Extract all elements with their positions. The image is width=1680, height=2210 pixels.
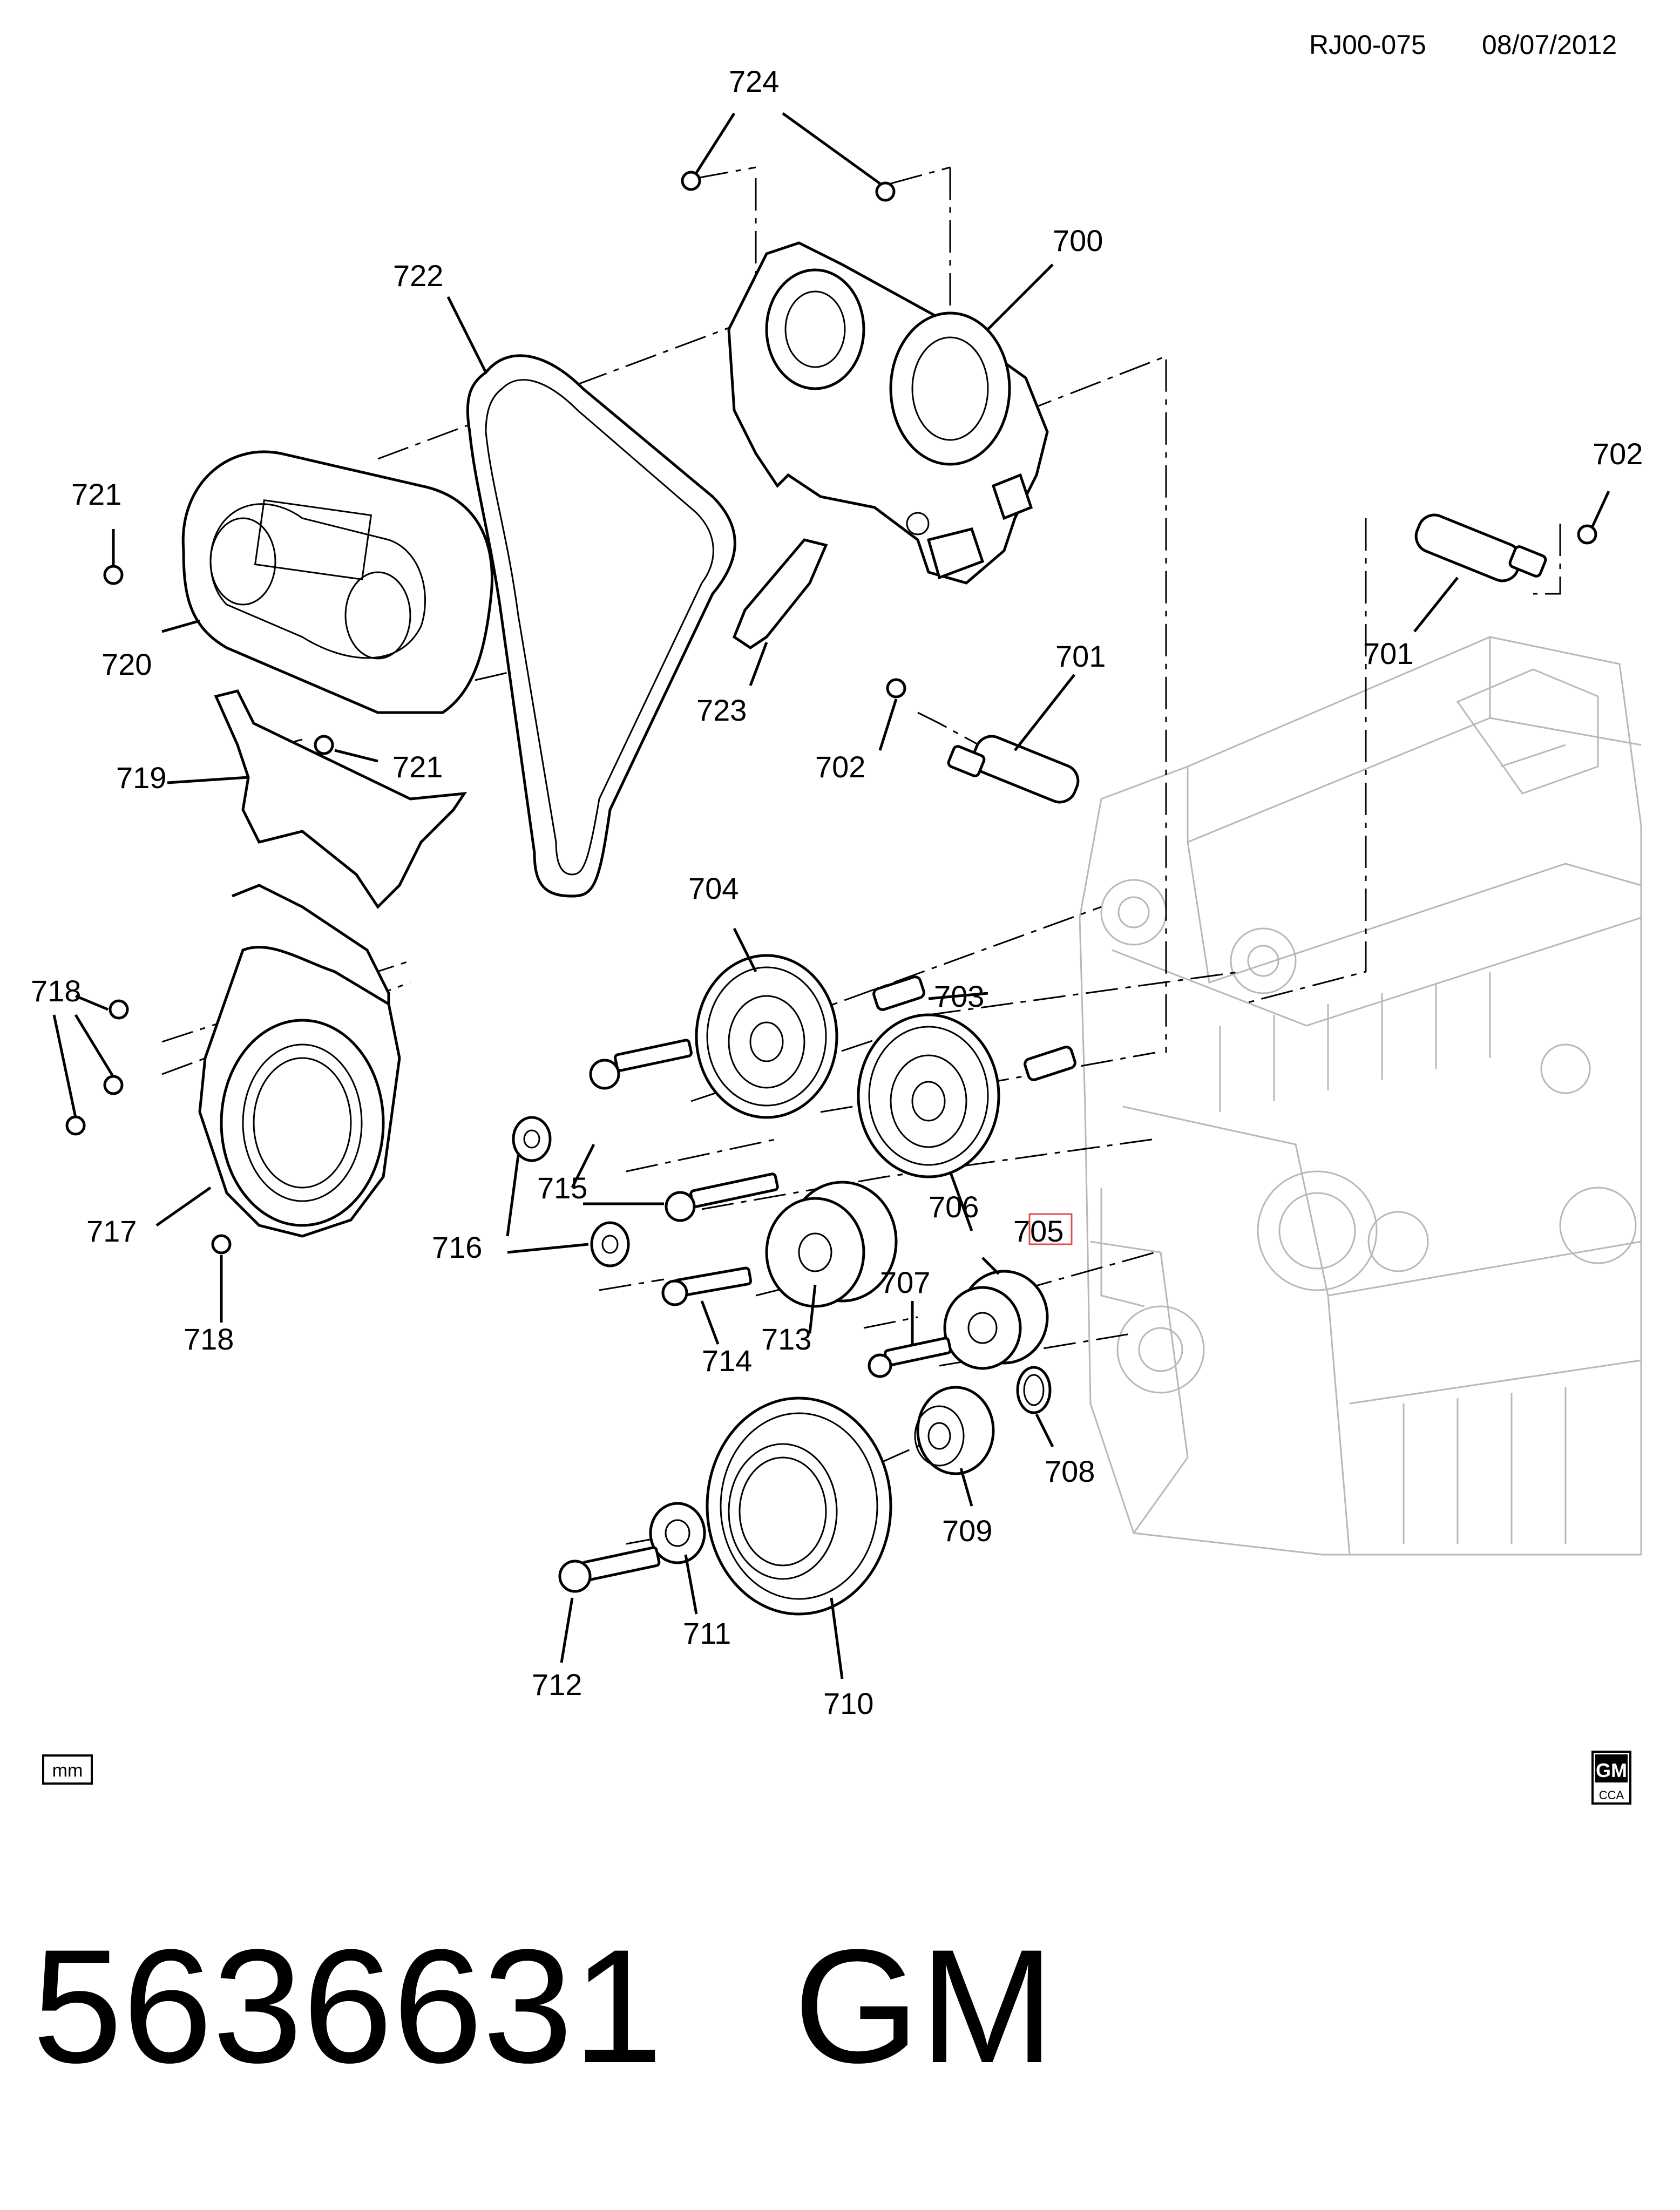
gm-logo-sub: CCA (1599, 1788, 1624, 1802)
diagram-date: 08/07/2012 (1482, 30, 1617, 60)
engine-block (1079, 636, 1642, 1556)
callout-722: 722 (393, 259, 443, 293)
callout-713: 713 (761, 1322, 811, 1356)
exhaust-camshaft-sprocket (857, 1013, 1000, 1178)
leader-lines (52, 112, 1610, 1679)
upper-timing-cover (727, 241, 1049, 585)
callout-718-top: 718 (31, 974, 81, 1008)
callout-724: 724 (729, 64, 779, 98)
callout-723: 723 (696, 693, 747, 727)
gm-logo: GM CCA (1591, 1751, 1631, 1805)
crankshaft-sprocket (914, 1386, 995, 1475)
callout-706: 706 (929, 1190, 979, 1224)
callout-710: 710 (823, 1686, 873, 1720)
callout-708: 708 (1045, 1454, 1095, 1488)
balancer-washer (649, 1502, 706, 1564)
camshaft-sprocket-bolts (589, 1039, 779, 1222)
camshaft-position-actuator-solenoid-left (947, 735, 1080, 804)
intake-camshaft-sprocket (695, 954, 838, 1119)
callout-705: 705 (1013, 1214, 1063, 1248)
dowel-pins (872, 975, 1076, 1081)
callout-716: 716 (432, 1230, 482, 1264)
callout-700: 700 (1053, 223, 1103, 257)
callout-701-left: 701 (1055, 639, 1106, 673)
callout-714: 714 (702, 1344, 752, 1378)
lower-timing-cover (198, 946, 401, 1238)
timing-belt-guide (732, 538, 828, 650)
callout-720: 720 (101, 647, 152, 681)
callout-718-bottom: 718 (184, 1322, 234, 1356)
gm-logo-text: GM (1596, 1759, 1627, 1781)
units-badge: mm (42, 1754, 93, 1785)
callout-709: 709 (942, 1514, 992, 1548)
callout-704: 704 (688, 871, 739, 905)
callout-711: 711 (683, 1616, 731, 1650)
callout-721-bottom: 721 (392, 750, 443, 784)
callout-717: 717 (86, 1214, 137, 1248)
callout-703: 703 (934, 979, 984, 1013)
callout-721-top: 721 (71, 477, 121, 511)
callout-highlight (1028, 1213, 1073, 1245)
timing-belt-idler-pulley (765, 1181, 898, 1308)
reference-code: RJ00-075 (1309, 30, 1426, 60)
front-timing-cover (181, 450, 493, 714)
camshaft-position-actuator-solenoid-right (1414, 513, 1547, 582)
units-label: mm (52, 1760, 83, 1781)
callout-701-right: 701 (1363, 636, 1413, 670)
idler-pulley-bolt (661, 1266, 753, 1306)
tensioner-bolt (868, 1337, 952, 1378)
callout-719: 719 (116, 761, 166, 795)
balancer-bolt (558, 1546, 661, 1593)
callout-707: 707 (880, 1265, 930, 1299)
callout-702-left: 702 (815, 750, 865, 784)
timing-belt (466, 354, 736, 898)
crankshaft-balancer (706, 1396, 892, 1616)
callout-715: 715 (537, 1171, 587, 1205)
brand-name: GM (794, 1915, 1054, 2097)
callout-702-right: 702 (1593, 437, 1643, 471)
bolts (65, 171, 1597, 1255)
part-number: 5636631 (32, 1915, 663, 2097)
crankshaft-washer (1016, 1366, 1052, 1414)
timing-belt-tensioner (943, 1270, 1049, 1370)
callout-labels: 724 700 722 702 721 720 701 701 723 702 … (31, 64, 1643, 1720)
washers (512, 1116, 630, 1267)
callout-712: 712 (532, 1667, 582, 1701)
